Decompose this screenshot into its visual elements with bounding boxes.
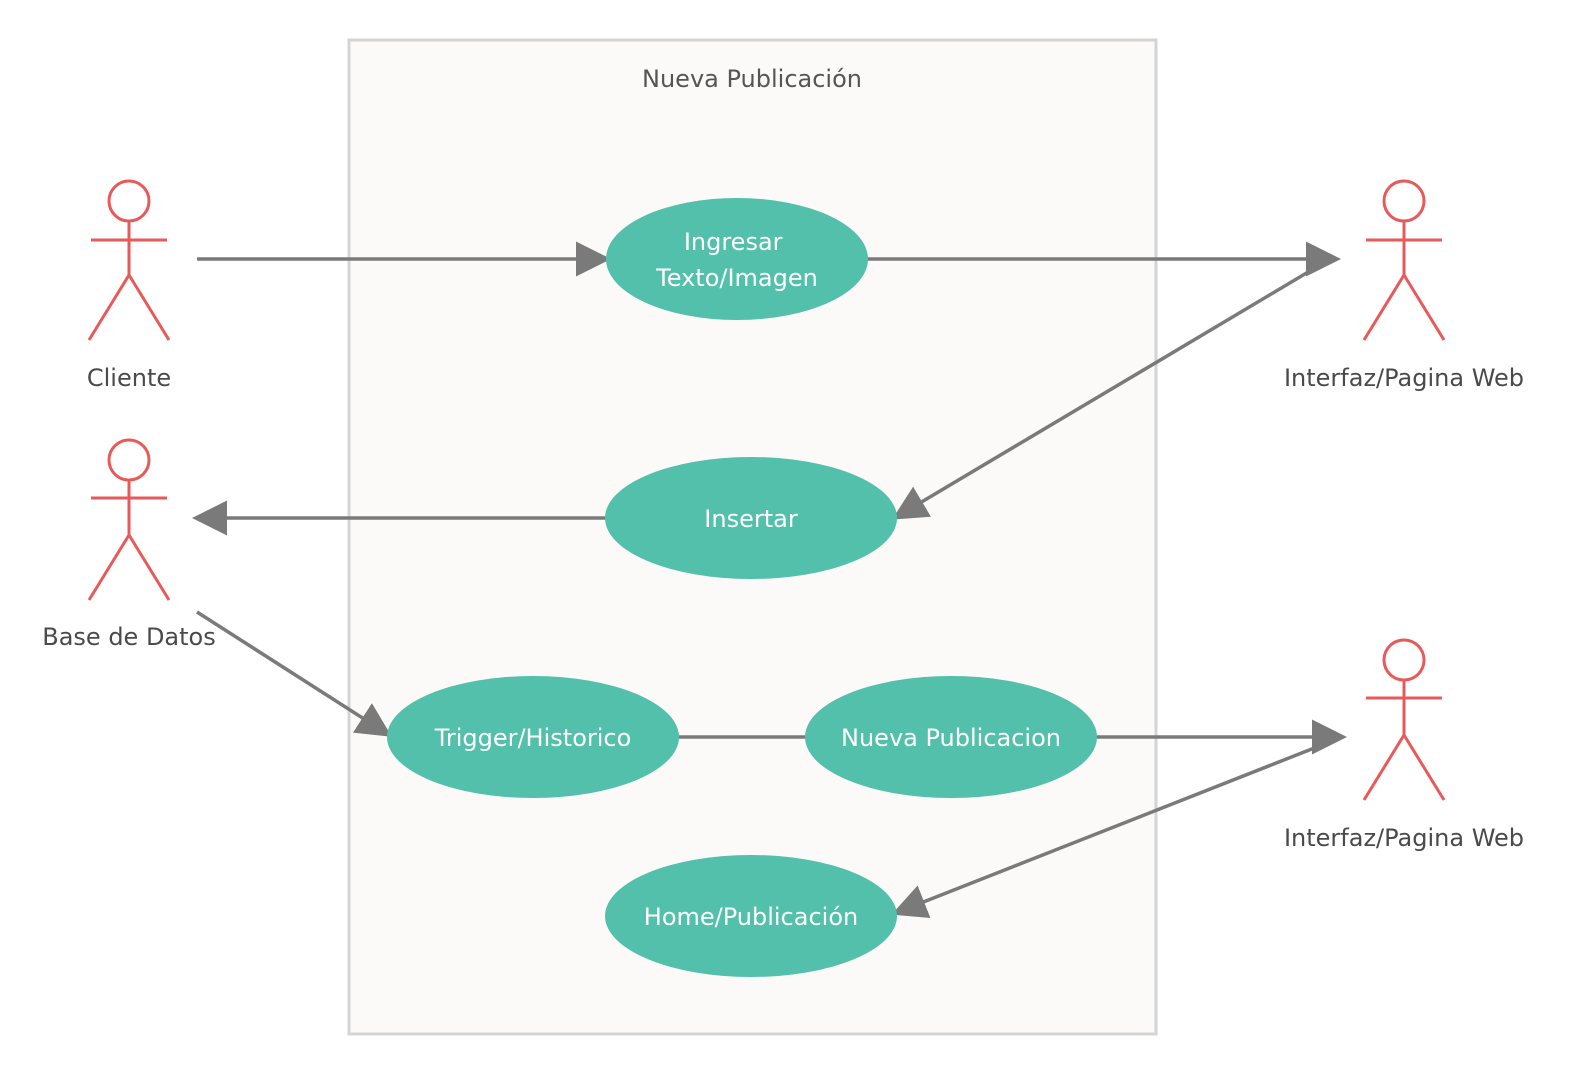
actor-interfaz-bottom-right-leg <box>1402 734 1446 801</box>
actor-base-de-datos-left-leg <box>87 534 131 601</box>
connector-basedatos-trigger <box>196 610 392 737</box>
actor-cliente-head <box>107 179 151 223</box>
use-case-nueva-publicacion-label: Nueva Publicacion <box>841 724 1061 752</box>
use-case-nueva-publicacion-ellipse <box>805 676 1097 798</box>
use-case-home-label: Home/Publicación <box>644 903 858 931</box>
system-boundary-title: Nueva Publicación <box>642 65 862 93</box>
use-case-insertar-label: Insertar <box>704 505 798 533</box>
actor-base-de-datos[interactable]: Base de Datos <box>42 438 216 651</box>
actor-base-de-datos-label: Base de Datos <box>42 623 215 651</box>
use-case-ingresar[interactable]: Ingresar Texto/Imagen <box>606 198 868 320</box>
use-case-ingresar-label-line1: Ingresar <box>684 228 783 256</box>
use-case-ingresar-ellipse <box>606 198 868 320</box>
use-case-insertar-ellipse <box>605 457 897 579</box>
use-case-nueva-publicacion[interactable]: Nueva Publicacion <box>805 676 1097 798</box>
actor-interfaz-bottom-figure <box>1362 638 1446 801</box>
use-case-insertar[interactable]: Insertar <box>605 457 897 579</box>
actor-interfaz-top-right-leg <box>1402 274 1446 341</box>
actor-interfaz-top-head <box>1382 179 1426 223</box>
actor-interfaz-top-left-leg <box>1362 274 1406 341</box>
actor-cliente-label: Cliente <box>87 364 171 392</box>
actor-interfaz-bottom-left-leg <box>1362 734 1406 801</box>
connector-interfaz-insertar <box>891 263 1321 520</box>
actor-base-de-datos-right-leg <box>127 534 171 601</box>
use-case-ingresar-label: Ingresar Texto/Imagen <box>655 228 818 292</box>
use-case-trigger[interactable]: Trigger/Historico <box>387 676 679 798</box>
connectors <box>192 241 1347 919</box>
actor-cliente-left-leg <box>87 274 131 341</box>
use-case-home-ellipse <box>605 855 897 977</box>
actor-interfaz-bottom-head <box>1382 638 1426 682</box>
actor-cliente-right-leg <box>127 274 171 341</box>
actor-cliente[interactable]: Cliente <box>87 179 171 392</box>
actor-base-de-datos-figure <box>87 438 171 601</box>
connector-interfaz-home <box>891 741 1328 919</box>
use-case-trigger-ellipse <box>387 676 679 798</box>
actor-interfaz-bottom-label: Interfaz/Pagina Web <box>1284 824 1524 852</box>
use-case-trigger-label: Trigger/Historico <box>434 724 632 752</box>
use-case-ingresar-label-line2: Texto/Imagen <box>655 264 818 292</box>
actor-base-de-datos-head <box>107 438 151 482</box>
actor-interfaz-bottom[interactable]: Interfaz/Pagina Web <box>1284 638 1524 852</box>
actor-interfaz-top-figure <box>1362 179 1446 341</box>
actor-cliente-figure <box>87 179 171 341</box>
use-case-home[interactable]: Home/Publicación <box>605 855 897 977</box>
actor-interfaz-top[interactable]: Interfaz/Pagina Web <box>1284 179 1524 392</box>
actor-interfaz-top-label: Interfaz/Pagina Web <box>1284 364 1524 392</box>
